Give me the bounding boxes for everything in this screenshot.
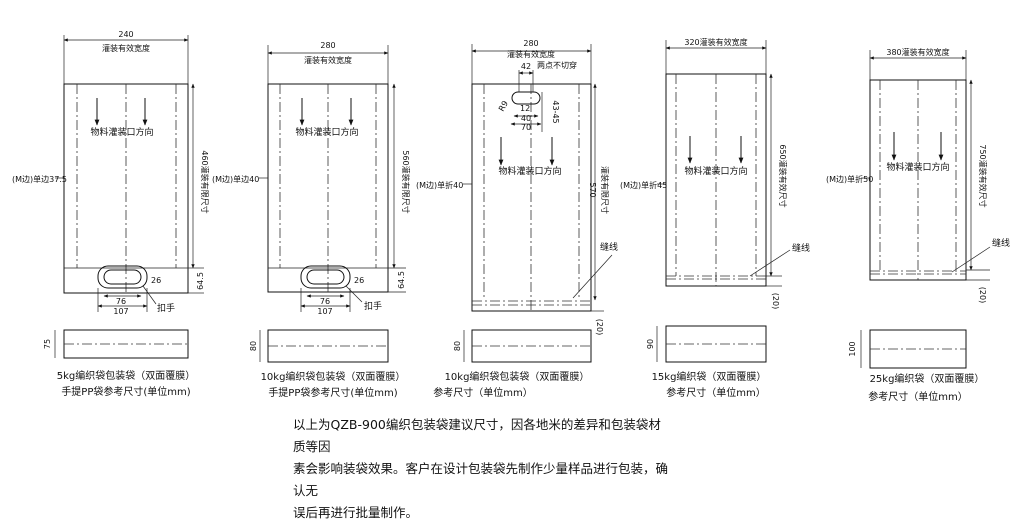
side-label: (M边)单折50	[826, 174, 873, 184]
top-12: 12	[520, 104, 530, 113]
handle-w2: 107	[317, 307, 332, 316]
flow-label: 物料灌装口方向	[295, 126, 358, 138]
bag-body	[471, 83, 592, 312]
caption-1: 25kg编织袋（双面覆膜）	[870, 372, 985, 385]
caption-1: 10kg编织袋包装袋（双面覆膜）	[445, 370, 590, 383]
seam-label: 缝线	[992, 237, 1010, 249]
width-label: 320灌装有效宽度	[684, 37, 747, 47]
width-label: 280	[523, 39, 538, 48]
width-label: 240	[118, 30, 133, 39]
caption-2: 手提PP袋参考尺寸(单位mm)	[61, 385, 190, 398]
seam-dim: (20)	[978, 287, 987, 303]
handle-w1: 76	[116, 297, 126, 306]
caption-1: 10kg编织袋包装袋（双面覆膜）	[261, 370, 406, 383]
flow-label: 物料灌装口方向	[684, 165, 747, 177]
height-label: 560灌装有限尺寸	[401, 150, 411, 213]
handle-label: 扣手	[364, 300, 382, 312]
height-label: 750灌装有效尺寸	[978, 144, 988, 207]
side-label: (M边)单折40	[416, 180, 463, 190]
handle-inner: 26	[151, 276, 161, 285]
width-title: 灌装有效宽度	[507, 49, 555, 59]
bag-10kg-handle: 280 灌装有效宽度 物料灌装口方向 (M边)单边40 560灌装有限尺寸 64…	[212, 41, 411, 399]
gusset-label: 80	[249, 341, 258, 351]
gusset-label: 80	[453, 341, 462, 351]
bag-25kg: 380灌装有效宽度 物料灌装口方向 (M边)单折50 750灌装有效尺寸 缝线 …	[826, 47, 1010, 403]
handle-label: 扣手	[157, 302, 175, 314]
top-70: 70	[521, 123, 531, 132]
seam-label: 缝线	[792, 242, 810, 254]
width-label: 280	[320, 41, 335, 50]
caption-2: 参考尺寸（单位mm）	[666, 386, 765, 399]
note-text: 以上为QZB-900编织包装袋建议尺寸，因各地米的差异和包装袋材质等因 素会影响…	[293, 414, 673, 524]
caption-2: 手提PP袋参考尺寸(单位mm)	[268, 386, 397, 399]
height-label: 570	[588, 182, 597, 197]
flow-label: 物料灌装口方向	[498, 165, 561, 177]
bag-10kg-top: 280 灌装有效宽度 42 两点不切穿 R9 12 40 70 43-45 物料…	[416, 39, 618, 399]
seam-label: 缝线	[600, 241, 618, 253]
caption-1: 15kg编织袋（双面覆膜）	[652, 370, 767, 383]
side-label: (M边)单边40	[212, 174, 259, 184]
note-line-2: 素会影响装袋效果。客户在设计包装袋先制作少量样品进行包装，确认无	[293, 461, 669, 498]
flow-label: 物料灌装口方向	[90, 126, 153, 138]
note-line-3: 误后再进行批量制作。	[293, 505, 419, 520]
height-label: 460灌装有限尺寸	[200, 150, 210, 213]
handle-inner: 26	[354, 276, 364, 285]
side-label: (M边)单折45	[620, 180, 667, 190]
bottom-label: 64.5	[397, 271, 406, 289]
handle-w2: 107	[113, 307, 128, 316]
width-label: 380灌装有效宽度	[886, 47, 949, 57]
gusset-label: 75	[43, 339, 52, 349]
top-42: 42	[521, 62, 531, 71]
top-r: R9	[497, 99, 510, 113]
top-nocut: 两点不切穿	[537, 60, 577, 70]
caption-2: 参考尺寸（单位mm）	[868, 390, 967, 403]
note-line-1: 以上为QZB-900编织包装袋建议尺寸，因各地米的差异和包装袋材质等因	[293, 417, 661, 454]
caption-1: 5kg编织袋包装袋（双面覆膜）	[57, 369, 196, 382]
top-40: 40	[521, 114, 531, 123]
side-label: (M边)单边37.5	[12, 174, 67, 184]
height-label: 650灌装有效尺寸	[778, 144, 788, 207]
caption-2: 参考尺寸（单位mm）	[433, 386, 532, 399]
bottom-label: 64.5	[196, 272, 205, 290]
bag-5kg: 240 灌装有效宽度 物料灌装口方向 (M边)单边37.5 460灌装有限尺寸 …	[12, 30, 210, 398]
handle-w1: 76	[320, 297, 330, 306]
seam-dim: (20)	[771, 293, 780, 309]
top-slot-icon	[511, 91, 541, 105]
seam-dim: (20)	[595, 319, 604, 335]
gusset-label: 100	[848, 341, 857, 356]
handle-icon	[97, 265, 148, 289]
width-title: 灌装有效宽度	[304, 55, 352, 65]
handle-icon	[300, 265, 351, 289]
gusset-label: 90	[646, 339, 655, 349]
bag-15kg: 320灌装有效宽度 物料灌装口方向 (M边)单折45 650灌装有效尺寸 缝线 …	[620, 37, 810, 399]
height-label-2: 灌装有限尺寸	[600, 166, 610, 214]
bag-drawings: 240 灌装有效宽度 物料灌装口方向 (M边)单边37.5 460灌装有限尺寸 …	[12, 30, 1010, 403]
top-4345: 43-45	[551, 100, 560, 123]
width-title: 灌装有效宽度	[102, 43, 150, 53]
flow-label: 物料灌装口方向	[886, 161, 949, 173]
